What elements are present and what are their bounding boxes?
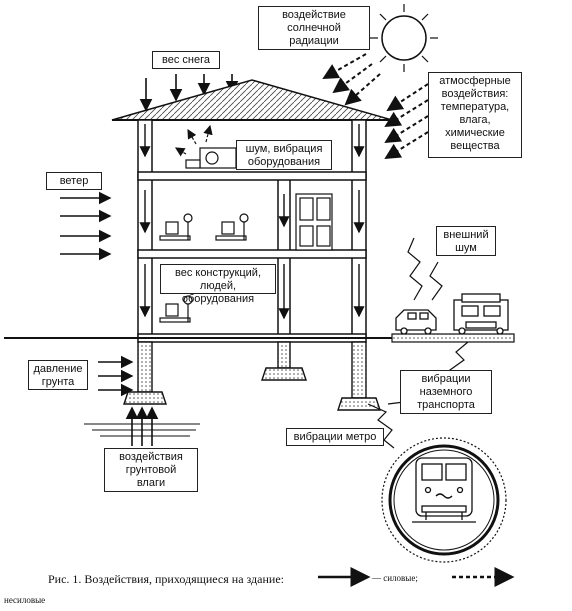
equipment-vibration-arrows xyxy=(174,124,213,157)
atmospheric-arrows xyxy=(384,83,429,160)
foundations xyxy=(123,341,381,411)
structural-load-label: вес конструкций, людей, оборудования xyxy=(160,264,276,305)
truck-icon xyxy=(453,293,509,335)
workers-lower xyxy=(159,295,193,323)
figure-caption: Рис. 1. Воздействия, приходящиеся на зда… xyxy=(48,572,284,587)
door xyxy=(295,193,333,251)
wind-label: ветер xyxy=(46,172,102,190)
ground-transport-label: вибрации наземного транспорта xyxy=(400,370,492,414)
roof xyxy=(111,79,393,121)
soil-pressure-arrows xyxy=(98,355,134,397)
groundwater-arrows xyxy=(125,406,159,446)
external-noise-label: внешний шум xyxy=(436,226,496,256)
sun-icon xyxy=(370,4,438,72)
atmospheric-label: атмосферные воздействия: температура, вл… xyxy=(428,72,522,158)
solar-radiation-arrows xyxy=(322,53,381,106)
legend-force-label: — силовые; xyxy=(372,573,418,583)
legend-nonforce-label: несиловые xyxy=(4,595,46,605)
wind-arrows xyxy=(60,191,112,261)
car-icon xyxy=(395,309,437,335)
road xyxy=(391,333,515,343)
solar-radiation-label: воздействие солнечной радиации xyxy=(258,6,370,50)
snow-load-label: вес снега xyxy=(152,51,220,69)
equipment-noise-label: шум, вибрация оборудования xyxy=(236,140,332,170)
groundwater-label: воздействия грунтовой влаги xyxy=(104,448,198,492)
metro-tunnel xyxy=(381,437,507,563)
metro-train-icon xyxy=(412,457,476,523)
external-noise-waves xyxy=(407,237,443,301)
soil-pressure-label: давление грунта xyxy=(28,360,88,390)
caption-text: Рис. 1. Воздействия, приходящиеся на зда… xyxy=(48,572,284,586)
equipment-icon xyxy=(185,147,237,169)
metro-vibration-wave xyxy=(367,403,395,449)
metro-vibration-label: вибрации метро xyxy=(286,428,384,446)
workers-upper xyxy=(159,213,249,241)
internal-load-arrows xyxy=(139,124,365,320)
